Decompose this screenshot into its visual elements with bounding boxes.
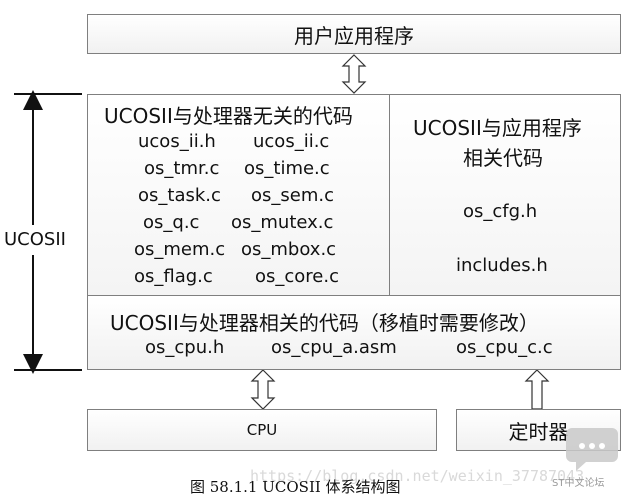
- processor-related-title: UCOSII与处理器相关的代码（移植时需要修改）: [110, 311, 539, 335]
- file-os-cpu-a-asm: os_cpu_a.asm: [271, 337, 397, 358]
- app-ucos-double-arrow: [341, 54, 367, 94]
- file-os-flag-c: os_flag.c: [134, 266, 213, 287]
- file-includes-h: includes.h: [456, 255, 548, 276]
- timer-ucos-arrow: [524, 369, 550, 410]
- forum-logo-text: ST中文论坛: [552, 478, 605, 489]
- file-os-mbox-c: os_mbox.c: [241, 239, 337, 260]
- processor-independent-title: UCOSII与处理器无关的代码: [104, 104, 353, 128]
- timer-box: 定时器: [456, 409, 621, 451]
- ucos-cpu-double-arrow: [250, 369, 276, 410]
- figure-caption: 图 58.1.1 UCOSII 体系结构图: [190, 478, 401, 496]
- file-os-task-c: os_task.c: [138, 185, 221, 206]
- file-os-mem-c: os_mem.c: [134, 239, 226, 260]
- file-os-mutex-c: os_mutex.c: [231, 212, 334, 233]
- watermark-url: https://blog.csdn.net/weixin_37787043: [250, 467, 585, 485]
- file-ucos-ii-h: ucos_ii.h: [138, 131, 216, 152]
- user-application-label: 用户应用程序: [294, 23, 414, 48]
- file-os-cpu-h: os_cpu.h: [145, 337, 225, 358]
- timer-label: 定时器: [508, 419, 569, 444]
- application-related-title-line2: 相关代码: [463, 146, 543, 170]
- application-related-title-line1: UCOSII与应用程序: [413, 116, 582, 140]
- cpu-label: CPU: [246, 421, 278, 439]
- processor-related-section: [87, 295, 621, 370]
- file-os-q-c: os_q.c: [143, 212, 200, 233]
- processor-independent-section: [87, 94, 390, 296]
- ucos-label: UCOSII: [2, 229, 68, 250]
- cpu-box: CPU: [87, 409, 437, 451]
- file-os-time-c: os_time.c: [244, 158, 330, 179]
- file-os-core-c: os_core.c: [255, 266, 339, 287]
- file-os-cpu-c-c: os_cpu_c.c: [456, 337, 553, 358]
- application-related-section: [389, 94, 621, 296]
- file-os-cfg-h: os_cfg.h: [463, 201, 538, 222]
- user-application-box: 用户应用程序: [87, 14, 621, 54]
- file-os-sem-c: os_sem.c: [251, 185, 334, 206]
- file-os-tmr-c: os_tmr.c: [144, 158, 220, 179]
- file-ucos-ii-c: ucos_ii.c: [253, 131, 330, 152]
